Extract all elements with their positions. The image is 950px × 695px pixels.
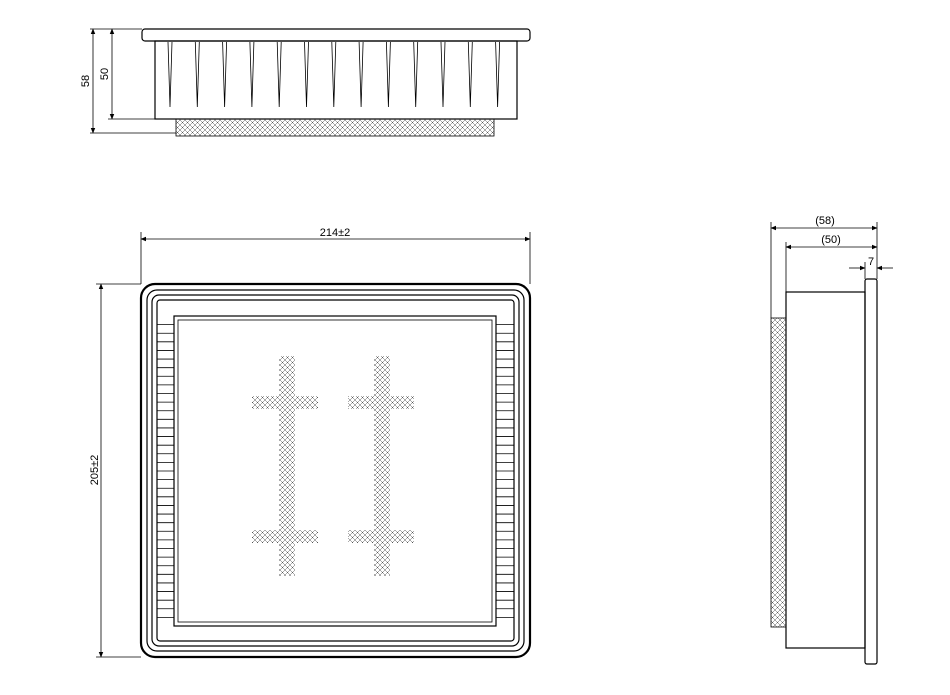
fin-line	[440, 41, 446, 108]
dim-top-body-height: 50	[99, 68, 111, 80]
fin-line	[358, 41, 364, 108]
front-view: 214±2 205±2	[89, 227, 532, 659]
fin-line	[276, 41, 282, 108]
top-view-fins	[167, 41, 500, 108]
hatched-support-left	[252, 356, 318, 576]
front-view-pleats	[157, 324, 514, 618]
fin-line	[194, 41, 200, 108]
dim-front-height: 205±2	[89, 455, 101, 486]
fin-line	[386, 41, 391, 108]
fin-line	[495, 41, 500, 108]
dim-side-flange: 7	[868, 256, 874, 268]
dim-side-total: (58)	[815, 215, 835, 227]
dim-top-total-height: 58	[80, 75, 92, 87]
hatched-support-right	[348, 356, 414, 576]
fin-line	[249, 41, 255, 108]
fin-line	[467, 41, 473, 108]
dim-front-width: 214±2	[320, 227, 351, 239]
fin-line	[331, 41, 337, 108]
fin-line	[222, 41, 227, 108]
top-view: 58 50	[80, 28, 531, 137]
fin-line	[167, 41, 173, 108]
side-view: (58) (50) 7	[770, 215, 893, 665]
fin-line	[413, 41, 419, 108]
dim-side-body: (50)	[821, 234, 841, 246]
fin-line	[304, 41, 309, 108]
